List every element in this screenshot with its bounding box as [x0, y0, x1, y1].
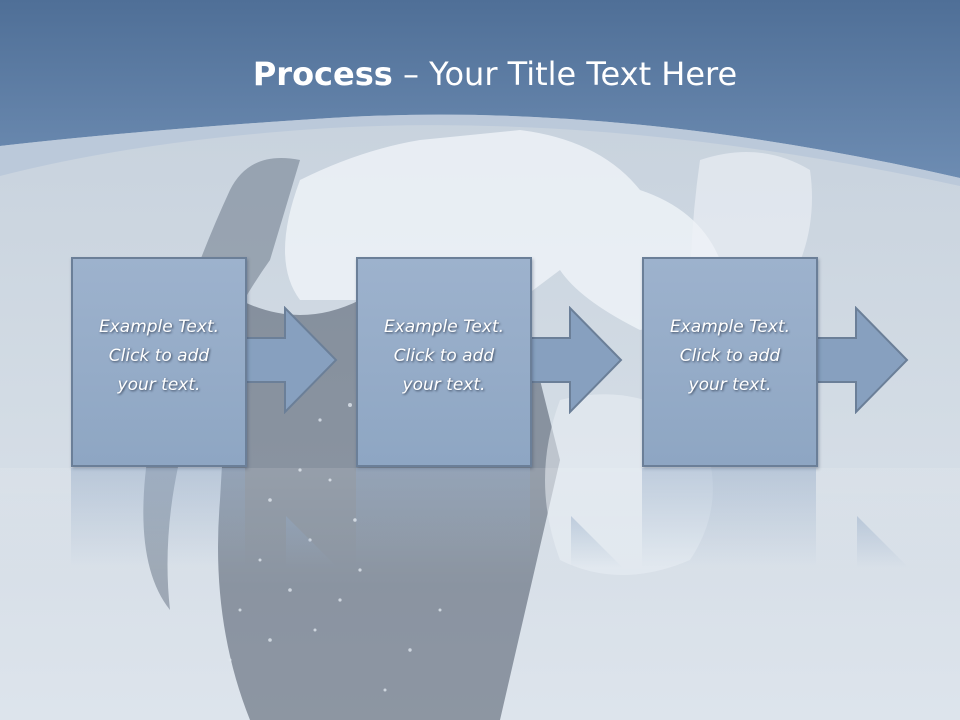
- step-2-text: Example Text. Click to add your text.: [358, 313, 530, 400]
- header-band: [0, 0, 960, 186]
- step-1-text: Example Text. Click to add your text.: [73, 313, 245, 400]
- title-rest: – Your Title Text Here: [392, 55, 738, 93]
- step-3-line-3: your text.: [688, 375, 772, 395]
- arrow-step-2: [529, 306, 623, 414]
- arrow-step-1: [244, 306, 338, 414]
- step-1-line-1: Example Text.: [98, 317, 220, 337]
- slide-title[interactable]: Process – Your Title Text Here: [0, 52, 960, 96]
- step-2-line-1: Example Text.: [383, 317, 505, 337]
- step-3-line-2: Click to add: [679, 346, 781, 366]
- step-2-line-2: Click to add: [393, 346, 495, 366]
- step-1-line-2: Click to add: [108, 346, 210, 366]
- process-step-2[interactable]: Example Text. Click to add your text.: [356, 257, 532, 467]
- arrow-step-3: [815, 306, 909, 414]
- step-3-line-1: Example Text.: [669, 317, 791, 337]
- step-3-text: Example Text. Click to add your text.: [644, 313, 816, 400]
- process-step-3[interactable]: Example Text. Click to add your text.: [642, 257, 818, 467]
- title-bold: Process: [252, 55, 393, 93]
- step-1-line-3: your text.: [117, 375, 201, 395]
- process-step-1[interactable]: Example Text. Click to add your text.: [71, 257, 247, 467]
- step-2-line-3: your text.: [402, 375, 486, 395]
